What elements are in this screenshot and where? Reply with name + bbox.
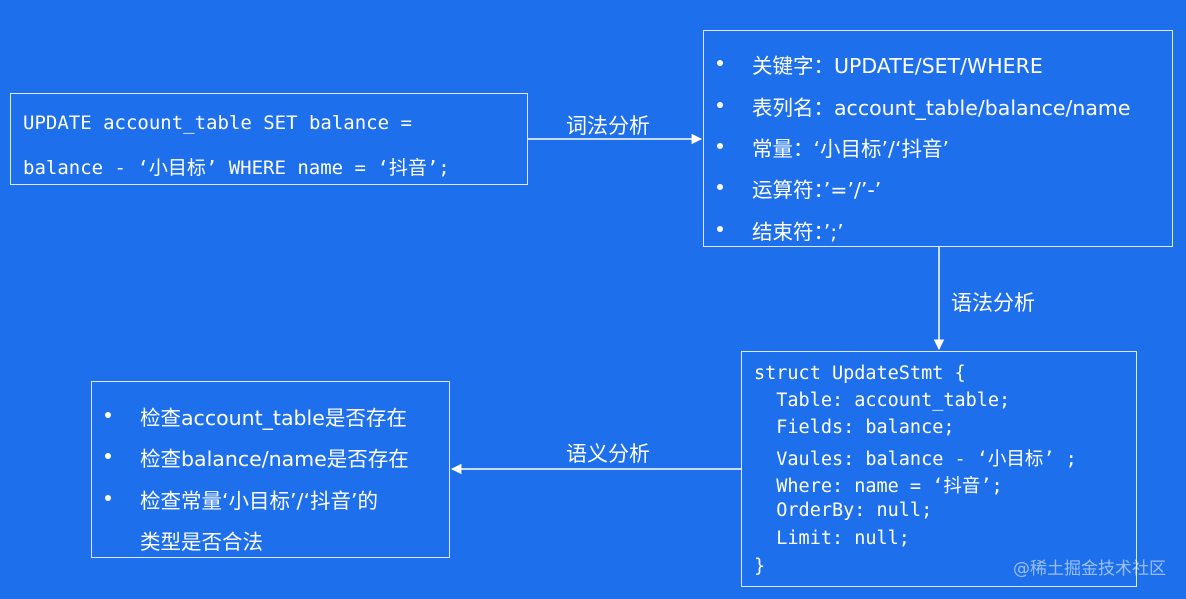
ast-line: OrderBy: null; <box>754 500 933 521</box>
bullet-icon <box>717 102 723 108</box>
ast-line: Vaules: balance - ‘小目标’ ; <box>754 449 1077 470</box>
semantic-checks-box: 检查account_table是否存在 检查balance/name是否存在 检… <box>91 381 450 558</box>
sql-line: UPDATE account_table SET balance = <box>23 112 412 134</box>
syntax-analysis-label: 语法分析 <box>951 291 1035 315</box>
sql-line: balance - ‘小目标’ WHERE name = ‘抖音’; <box>23 157 450 179</box>
bullet-icon <box>717 184 723 190</box>
bullet-icon <box>105 495 111 501</box>
ast-struct-box: struct UpdateStmt { Table: account_table… <box>741 351 1137 587</box>
semantic-analysis-label: 语义分析 <box>566 442 650 466</box>
ast-line: Limit: null; <box>754 528 910 549</box>
ast-line: Table: account_table; <box>754 390 1011 411</box>
tokens-box: 关键字：UPDATE/SET/WHERE 表列名：account_table/b… <box>703 30 1173 247</box>
bullet-icon <box>717 143 723 149</box>
bullet-icon <box>105 412 111 418</box>
bullet-icon <box>717 60 723 66</box>
lexical-analysis-label: 词法分析 <box>566 114 650 138</box>
ast-line: } <box>754 556 766 577</box>
ast-line: Where: name = ‘抖音’; <box>754 476 1003 497</box>
bullet-icon <box>105 453 111 459</box>
ast-line: Fields: balance; <box>754 417 955 438</box>
ast-line: struct UpdateStmt { <box>754 363 966 384</box>
bullet-icon <box>717 226 723 232</box>
sql-statement-box: UPDATE account_table SET balance = balan… <box>10 93 528 185</box>
watermark: @稀土掘金技术社区 <box>1013 559 1166 579</box>
